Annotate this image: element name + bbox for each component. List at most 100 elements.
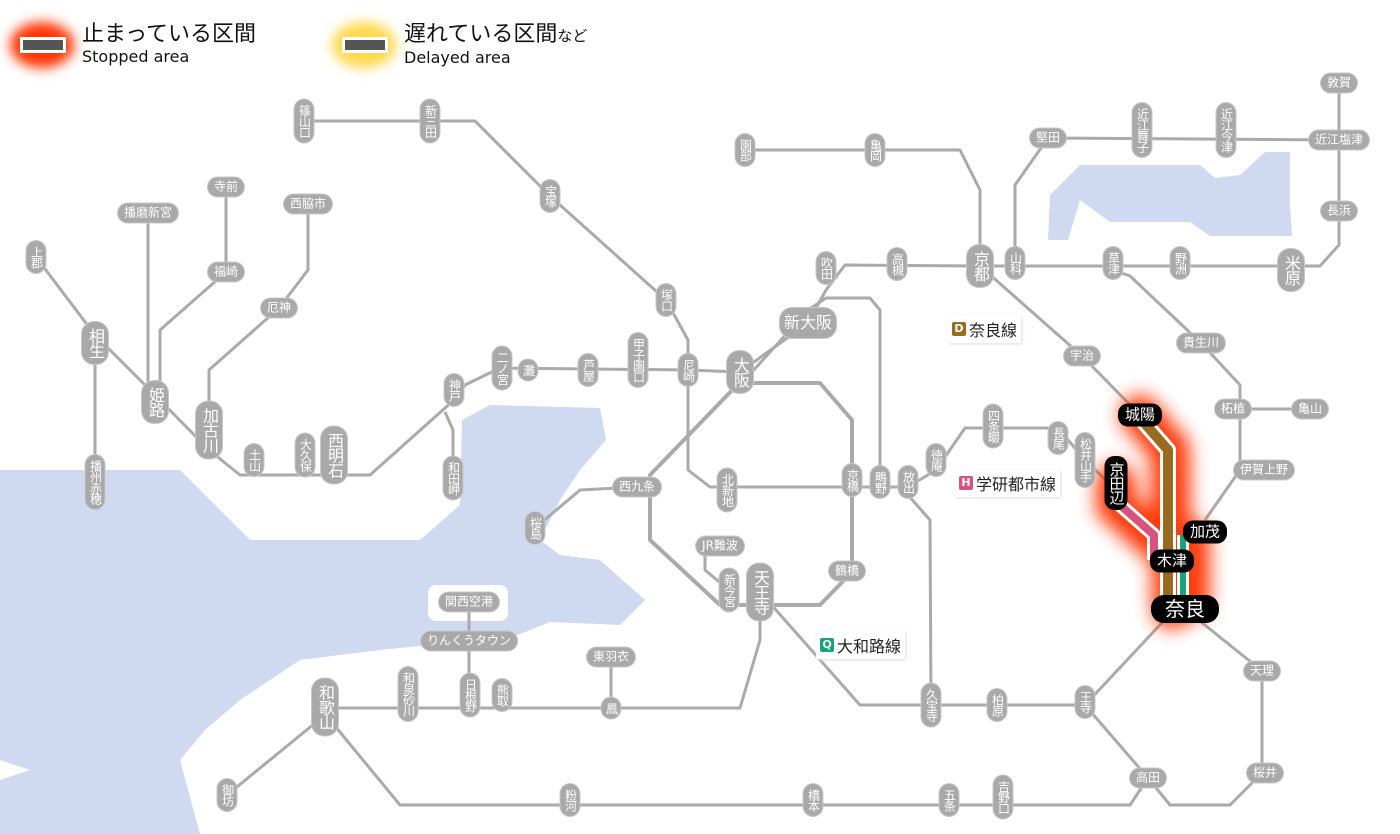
station-badge[interactable]: 野洲 xyxy=(1170,247,1190,279)
station-badge[interactable]: 芦屋 xyxy=(578,354,598,386)
station-badge[interactable]: 王寺 xyxy=(1075,686,1095,718)
affected-station-badge[interactable]: 奈良 xyxy=(1151,595,1219,623)
station-badge[interactable]: 灘 xyxy=(518,359,538,381)
station-badge[interactable]: 高田 xyxy=(1129,768,1167,788)
station-badge[interactable]: 尼崎 xyxy=(678,354,698,386)
legend-stopped-ja: 止まっている区間 xyxy=(82,22,257,47)
affected-station-badge[interactable]: 城陽 xyxy=(1117,403,1163,427)
station-badge[interactable]: 上郡 xyxy=(26,241,46,273)
station-badge[interactable]: 貴生川 xyxy=(1176,333,1226,353)
station-badge[interactable]: 敦賀 xyxy=(1320,73,1358,93)
station-badge[interactable]: 塚口 xyxy=(656,284,676,316)
station-badge[interactable]: 宝塚 xyxy=(540,180,560,212)
affected-station-badge[interactable]: 加茂 xyxy=(1182,520,1228,544)
station-badge[interactable]: 天王寺 xyxy=(747,563,773,621)
station-badge[interactable]: 加古川 xyxy=(196,401,222,459)
station-badge[interactable]: 柘植 xyxy=(1214,399,1252,419)
station-badge[interactable]: 近江今津 xyxy=(1216,103,1236,157)
station-badge[interactable]: 近江塩津 xyxy=(1308,130,1370,150)
station-badge[interactable]: 桜井 xyxy=(1246,763,1284,783)
station-badge[interactable]: 播州赤穂 xyxy=(85,455,105,509)
line-sagano xyxy=(745,148,982,266)
station-badge[interactable]: 新三田 xyxy=(420,99,440,143)
station-badge[interactable]: 日根野 xyxy=(460,673,480,717)
station-badge[interactable]: 和泉砂川 xyxy=(398,667,418,721)
osaka-bay xyxy=(0,405,645,834)
station-badge[interactable]: 和歌山 xyxy=(312,678,338,736)
station-badge[interactable]: 久宝寺 xyxy=(921,683,941,727)
station-badge[interactable]: 新今宮 xyxy=(719,568,739,612)
line-symbol-d: D xyxy=(952,322,966,336)
station-badge[interactable]: 鴫野 xyxy=(870,466,890,498)
station-badge[interactable]: 和田岬 xyxy=(443,456,463,500)
station-badge[interactable]: 吹田 xyxy=(816,252,836,284)
station-badge[interactable]: 堅田 xyxy=(1029,128,1067,148)
station-badge[interactable]: 吉野口 xyxy=(993,775,1013,819)
station-badge[interactable]: 長浜 xyxy=(1320,201,1358,221)
station-badge[interactable]: 厄神 xyxy=(260,298,298,318)
station-badge[interactable]: 大久保 xyxy=(295,433,315,477)
affected-station-badge[interactable]: 京田辺 xyxy=(1104,456,1128,510)
station-badge[interactable]: 北新地 xyxy=(717,468,737,512)
station-badge[interactable]: 天理 xyxy=(1243,661,1281,681)
legend-delayed: 遅れている区間など Delayed area xyxy=(332,22,587,68)
stopped-section xyxy=(1096,395,1210,629)
legend-delayed-en: Delayed area xyxy=(404,48,511,67)
station-badge[interactable]: 篠山口 xyxy=(294,99,314,143)
affected-station-badge[interactable]: 木津 xyxy=(1149,549,1195,573)
station-badge[interactable]: 宇治 xyxy=(1063,346,1101,366)
line-kusatsu xyxy=(1112,268,1242,521)
station-badge[interactable]: 長尾 xyxy=(1048,422,1068,454)
station-badge[interactable]: 新大阪 xyxy=(779,308,837,338)
station-badge[interactable]: 相生 xyxy=(82,322,108,364)
station-badge[interactable]: 五条 xyxy=(939,784,959,816)
line-sakurai xyxy=(1146,607,1264,807)
station-badge[interactable]: 京橋 xyxy=(842,464,862,496)
station-badge[interactable]: 近江舞子 xyxy=(1132,103,1152,157)
station-badge[interactable]: 亀岡 xyxy=(865,134,885,166)
station-badge[interactable]: 京都 xyxy=(967,245,993,287)
station-badge[interactable]: りんくうタウン xyxy=(421,631,517,651)
station-badge[interactable]: 桜島 xyxy=(525,512,545,544)
station-badge[interactable]: 放出 xyxy=(898,466,918,498)
station-badge[interactable]: 高槻 xyxy=(887,248,907,280)
station-badge[interactable]: 播磨新宮 xyxy=(117,203,179,223)
station-badge[interactable]: 姫路 xyxy=(142,381,168,423)
station-badge[interactable]: 関西空港 xyxy=(438,592,500,612)
station-badge[interactable]: 甲子園口 xyxy=(628,333,648,387)
station-badge[interactable]: 粉河 xyxy=(560,784,580,816)
station-badge[interactable]: 鶴橋 xyxy=(828,561,866,581)
station-badge[interactable]: 四条畷 xyxy=(983,404,1003,448)
station-badge[interactable]: 御坊 xyxy=(217,779,237,811)
station-badge[interactable]: 福崎 xyxy=(207,262,245,282)
line-yamatoji xyxy=(758,591,1174,707)
station-badge[interactable]: 神戸 xyxy=(444,374,464,406)
station-badge[interactable]: 西明石 xyxy=(321,426,347,484)
station-badge[interactable]: 橋本 xyxy=(803,784,823,816)
station-badge[interactable]: 柏原 xyxy=(987,689,1007,721)
station-badge[interactable]: 東羽衣 xyxy=(586,647,636,667)
station-badge[interactable]: 草津 xyxy=(1103,247,1123,279)
station-badge[interactable]: 西脇市 xyxy=(283,194,333,214)
legend-stopped: 止まっている区間 Stopped area xyxy=(10,22,256,68)
station-badge[interactable]: 伊賀上野 xyxy=(1233,460,1295,480)
station-badge[interactable]: 山科 xyxy=(1005,247,1025,279)
station-badge[interactable]: 西九条 xyxy=(612,477,662,497)
station-badge[interactable]: 徳庵 xyxy=(926,444,946,476)
line-kakogawa xyxy=(207,204,310,430)
station-badge[interactable]: 米原 xyxy=(1278,249,1304,291)
station-badge[interactable]: 鳳 xyxy=(601,697,621,719)
legend-delayed-ja-wrap: 遅れている区間など xyxy=(404,22,587,49)
station-badge[interactable]: 土山 xyxy=(244,444,264,476)
station-badge[interactable]: JR難波 xyxy=(696,536,744,556)
station-badge[interactable]: 亀山 xyxy=(1291,399,1329,419)
station-badge[interactable]: 松井山手 xyxy=(1075,433,1095,487)
station-badge[interactable]: 寺前 xyxy=(207,177,245,197)
station-badge[interactable]: 大阪 xyxy=(727,351,753,393)
station-badge[interactable]: 園部 xyxy=(735,134,755,166)
station-badge[interactable]: 熊取 xyxy=(492,679,512,711)
station-badge[interactable]: 二ノ宮 xyxy=(492,346,512,390)
